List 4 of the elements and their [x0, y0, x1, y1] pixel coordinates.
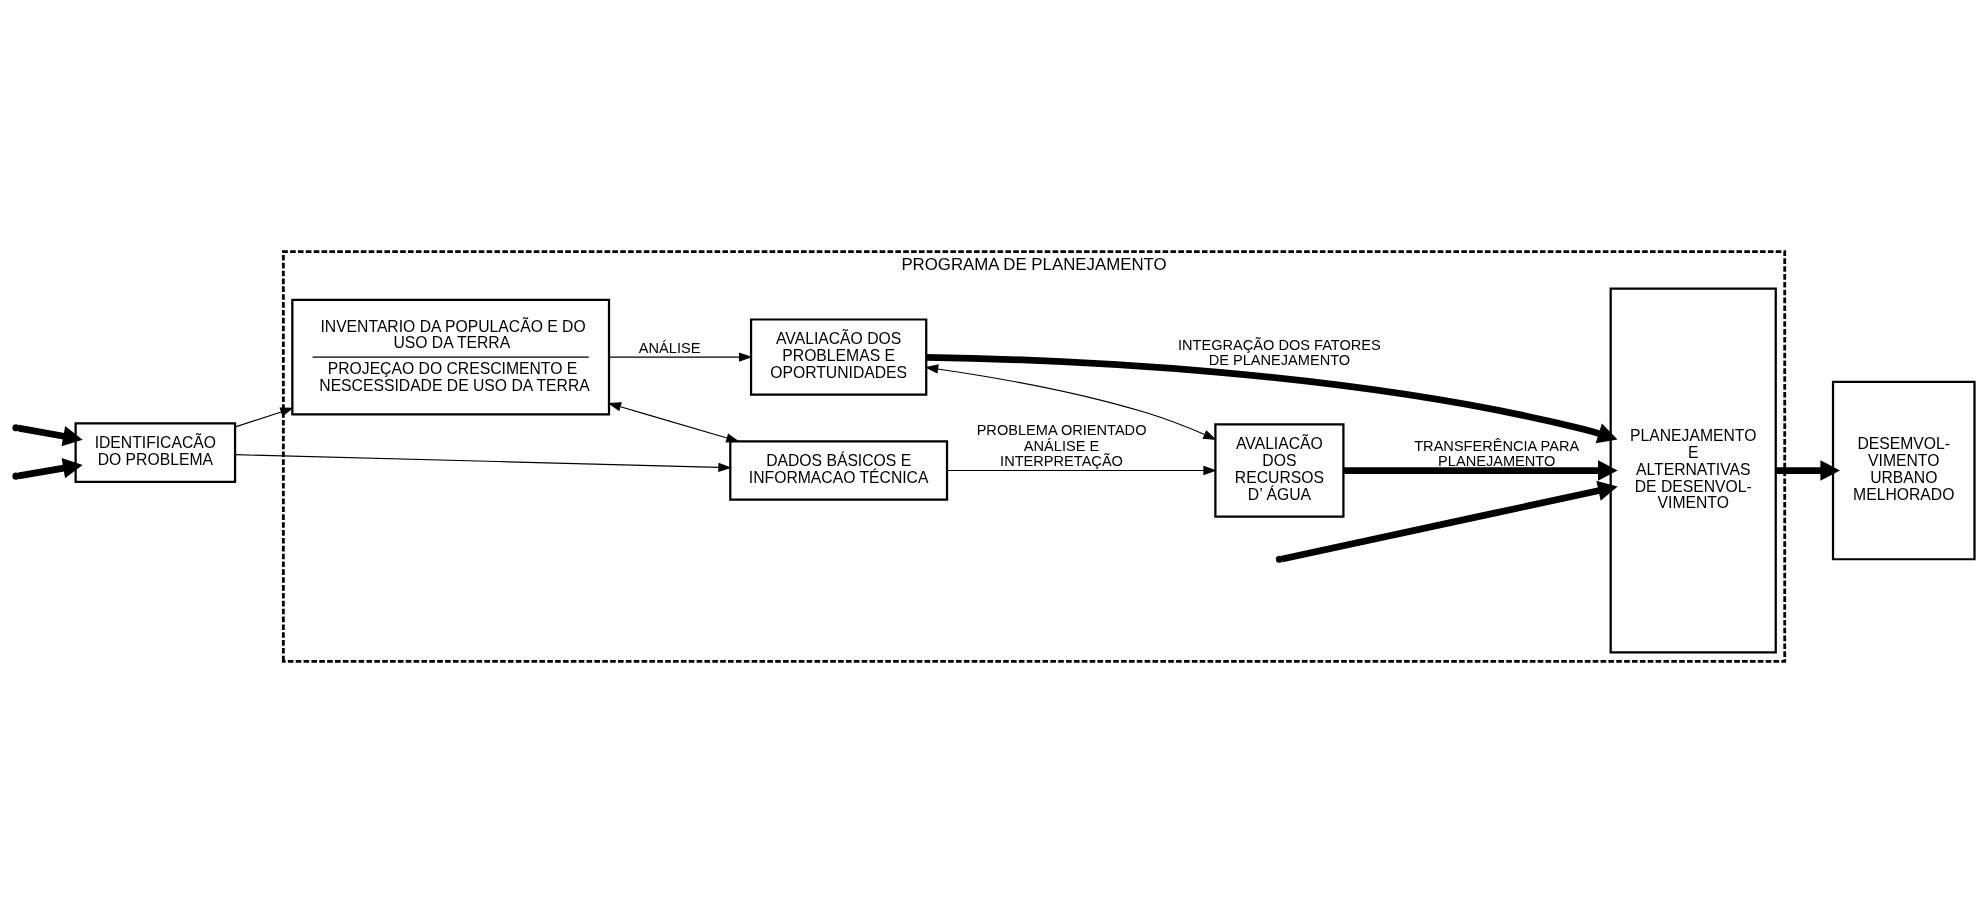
- edge-label: ANÁLISE: [638, 339, 700, 356]
- edge-label: INTEGRAÇÃO DOS FATORES DE PLANEJAMENTO: [1177, 336, 1381, 368]
- edge-label: PROBLEMA ORIENTADO ANÁLISE E INTERPRETAÇÃO: [976, 421, 1146, 469]
- edge-label: TRANSFERÊNCIA PARA PLANEJAMENTO: [1413, 437, 1579, 469]
